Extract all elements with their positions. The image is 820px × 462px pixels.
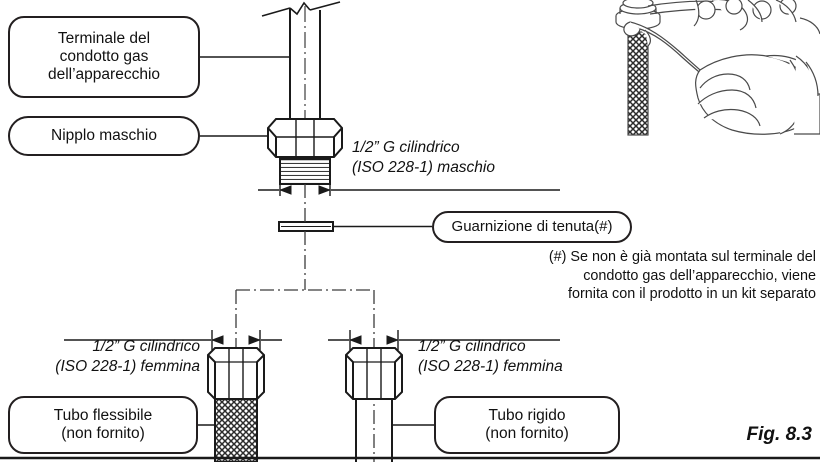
callout-line: (non fornito)	[61, 425, 145, 442]
callout-line: (non fornito)	[485, 425, 569, 442]
footnote-gasket-supply: (#) Se non è già montata sul terminale d…	[430, 248, 816, 304]
annotation-female-thread-spec-right: 1/2” G cilindrico (ISO 228-1) femmina	[418, 337, 563, 377]
callout-tubo-rigido: Tubo rigido (non fornito)	[434, 396, 620, 454]
annotation-line: 1/2” G cilindrico	[352, 139, 460, 156]
footnote-line: (#) Se non è già montata sul terminale d…	[548, 249, 816, 265]
annotation-male-thread-spec: 1/2” G cilindrico (ISO 228-1) maschio	[352, 138, 495, 178]
callout-tubo-flessibile: Tubo flessibile (non fornito)	[8, 396, 198, 454]
footnote-line: condotto gas dell’apparecchio, viene	[583, 267, 816, 284]
annotation-female-thread-spec-left: 1/2” G cilindrico (ISO 228-1) femmina	[8, 337, 200, 377]
callout-line: dell’apparecchio	[47, 66, 161, 84]
annotation-line: 1/2” G cilindrico	[92, 338, 200, 355]
annotation-line: (ISO 228-1) femmina	[418, 357, 563, 375]
callout-line: Nipplo maschio	[51, 126, 157, 144]
annotation-line: (ISO 228-1) femmina	[55, 357, 200, 375]
footnote-line: fornita con il prodotto in un kit separa…	[568, 286, 816, 303]
annotation-line: (ISO 228-1) maschio	[352, 158, 495, 176]
callout-terminale-condotto-gas: Terminale del condotto gas dell’apparecc…	[8, 16, 200, 98]
callout-nipplo-maschio: Nipplo maschio	[8, 116, 200, 156]
callout-line: Terminale del	[57, 29, 151, 47]
figure-number-label: Fig. 8.3	[746, 424, 812, 445]
callout-line: condotto gas	[59, 47, 149, 65]
callout-line: Tubo flessibile	[53, 406, 153, 424]
annotation-line: 1/2” G cilindrico	[418, 338, 526, 355]
callout-line: Tubo rigido	[488, 406, 566, 424]
callout-guarnizione-di-tenuta: Guarnizione di tenuta(#)	[432, 211, 632, 243]
callout-line: Guarnizione di tenuta(#)	[451, 218, 613, 236]
